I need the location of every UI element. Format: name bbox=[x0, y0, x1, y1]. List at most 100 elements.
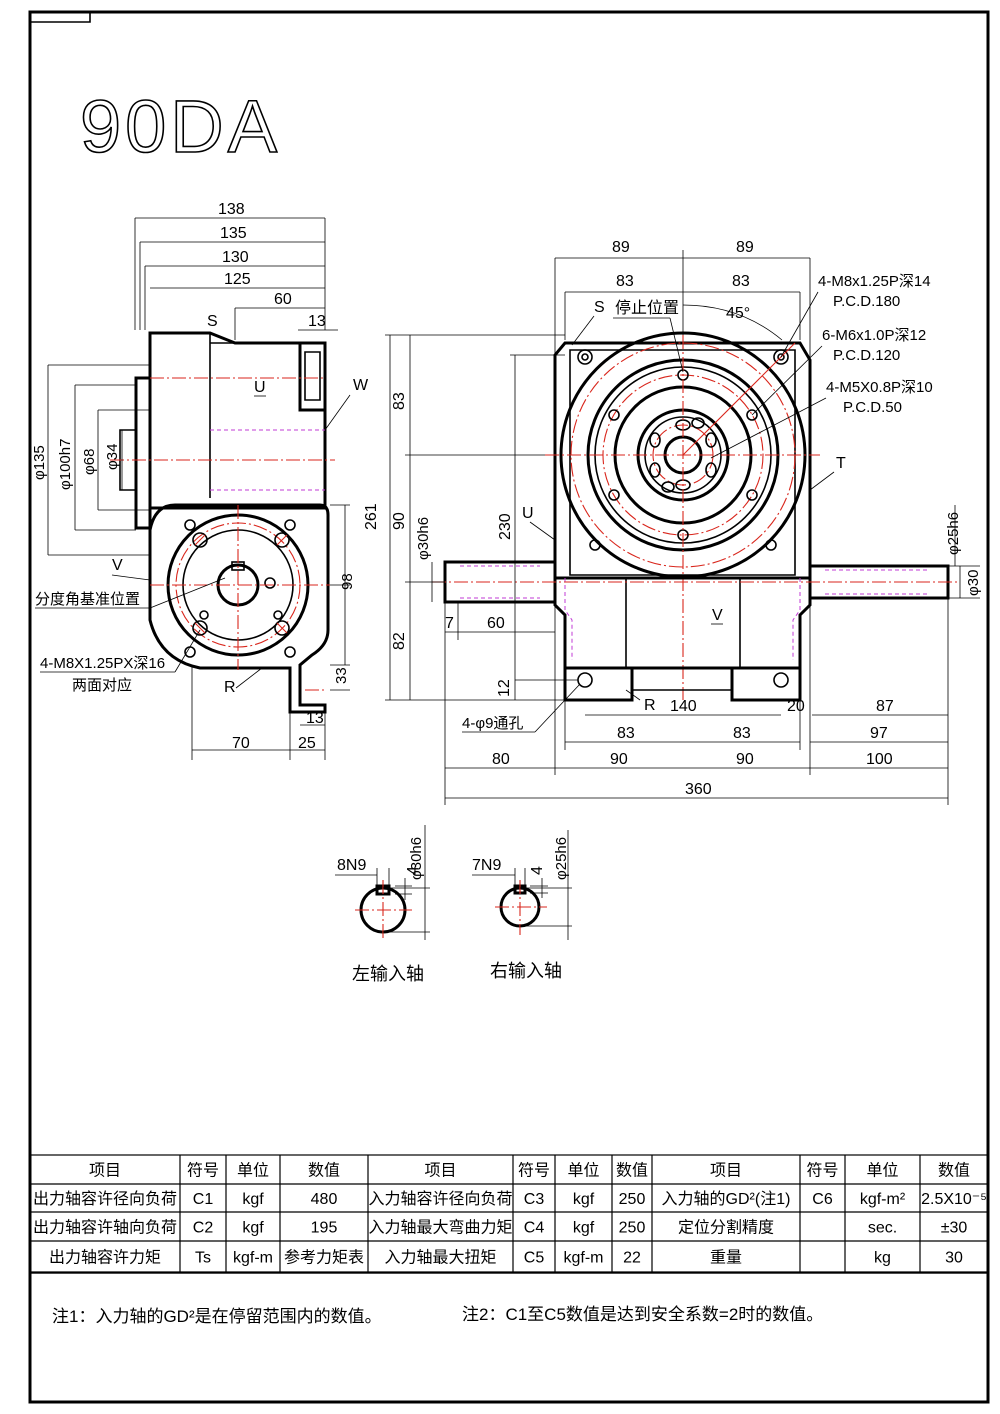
table-cell: kgf bbox=[573, 1220, 595, 1237]
dim-83-bottom-right: 83 bbox=[733, 725, 751, 742]
tap-holes-callout: 4-M8X1.25PX深16 bbox=[40, 655, 165, 672]
dim-phi135: φ135 bbox=[31, 445, 48, 480]
table-header-cell: 数值 bbox=[616, 1162, 648, 1180]
label-V-side: V bbox=[112, 557, 123, 574]
dim-80: 80 bbox=[492, 751, 510, 768]
table-header-cell: 项目 bbox=[89, 1163, 121, 1180]
dim-60: 60 bbox=[274, 291, 292, 308]
mount-holes-callout: 4-φ9通孔 bbox=[462, 715, 523, 732]
dim-125: 125 bbox=[224, 271, 251, 288]
dim-87: 87 bbox=[876, 698, 894, 715]
callout-pcd180: P.C.D.180 bbox=[833, 293, 900, 310]
table-cell: 入力轴最大扭矩 bbox=[384, 1249, 496, 1267]
corner-tab bbox=[30, 12, 91, 23]
dim-83-right: 83 bbox=[732, 273, 750, 290]
callout-m6-pcd120: 6-M6x1.0P深12 bbox=[822, 327, 926, 344]
dim-phi30h6-front: φ30h6 bbox=[415, 517, 432, 560]
dim-12: 12 bbox=[496, 679, 513, 697]
table-cell: 480 bbox=[311, 1191, 338, 1208]
table-cell: 出力轴容许轴向负荷 bbox=[33, 1219, 177, 1237]
shaft-dia-right: φ25h6 bbox=[553, 837, 570, 880]
table-cell: kgf-m² bbox=[860, 1191, 906, 1208]
dim-89-right: 89 bbox=[736, 239, 754, 256]
table-cell: 参考力矩表 bbox=[284, 1249, 364, 1267]
table-cell: 重量 bbox=[710, 1249, 742, 1267]
dim-97: 97 bbox=[870, 725, 888, 742]
label-R-front: R bbox=[644, 697, 656, 714]
note-2: 注2：C1至C5数值是达到安全系数=2时的数值。 bbox=[462, 1305, 823, 1324]
dim-60-shaft: 60 bbox=[487, 615, 505, 632]
dim-360: 360 bbox=[685, 781, 712, 798]
label-T: T bbox=[836, 455, 846, 472]
table-cell: kgf bbox=[573, 1191, 595, 1208]
table-header-cell: 单位 bbox=[866, 1162, 898, 1180]
label-S-front: S bbox=[594, 299, 605, 316]
dim-83-left: 83 bbox=[616, 273, 634, 290]
table-header-cell: 单位 bbox=[567, 1162, 599, 1180]
dim-83-bottom-left: 83 bbox=[617, 725, 635, 742]
right-shaft-caption: 右输入轴 bbox=[490, 961, 562, 981]
callout-m8-pcd180: 4-M8x1.25P深14 bbox=[818, 273, 931, 290]
label-V-front: V bbox=[712, 607, 723, 624]
label-R-side: R bbox=[224, 679, 236, 696]
callout-pcd120: P.C.D.120 bbox=[833, 347, 900, 364]
key-depth-left: 4 bbox=[405, 866, 422, 875]
dim-25: 25 bbox=[298, 735, 316, 752]
index-ref-callout: 分度角基准位置 bbox=[35, 591, 140, 608]
dim-100: 100 bbox=[866, 751, 893, 768]
dim-83-vert: 83 bbox=[391, 392, 408, 410]
table-header-cell: 数值 bbox=[938, 1162, 970, 1180]
callout-pcd50: P.C.D.50 bbox=[843, 399, 902, 416]
dim-phi30-right: φ30 bbox=[965, 570, 982, 596]
dim-13-top: 13 bbox=[308, 313, 326, 330]
key-depth-right: 4 bbox=[529, 866, 546, 875]
stop-position-label: 停止位置 bbox=[615, 299, 679, 317]
dim-70: 70 bbox=[232, 735, 250, 752]
callout-m5-pcd50: 4-M5X0.8P深10 bbox=[826, 379, 933, 396]
dim-230: 230 bbox=[497, 513, 514, 540]
front-view: 89 89 83 83 bbox=[363, 239, 982, 805]
table-cell: C5 bbox=[524, 1250, 545, 1267]
dim-140: 140 bbox=[670, 698, 697, 715]
table-cell: kg bbox=[874, 1250, 891, 1267]
table-cell: 入力轴的GD²(注1) bbox=[662, 1190, 791, 1208]
table-cell: 出力轴容许力矩 bbox=[49, 1249, 161, 1267]
table-header-cell: 单位 bbox=[237, 1162, 269, 1180]
table-cell: 入力轴容许径向负荷 bbox=[368, 1190, 512, 1208]
label-S-side: S bbox=[207, 313, 218, 330]
dim-138: 138 bbox=[218, 201, 245, 218]
table-cell: 出力轴容许径向负荷 bbox=[33, 1190, 177, 1208]
table-cell: kgf bbox=[242, 1220, 264, 1237]
key-8n9: 8N9 bbox=[337, 857, 366, 874]
dim-90-bottom-left: 90 bbox=[610, 751, 628, 768]
dim-89-left: 89 bbox=[612, 239, 630, 256]
shaft-section-right: 7N9 4 φ25h6 右输入轴 bbox=[472, 830, 572, 981]
table-cell: C6 bbox=[812, 1191, 833, 1208]
dim-33: 33 bbox=[333, 667, 350, 684]
table-header-cell: 数值 bbox=[308, 1162, 340, 1180]
dim-phi25h6-front: φ25h6 bbox=[945, 512, 962, 555]
shaft-section-left: 8N9 4 φ30h6 左输入轴 bbox=[335, 825, 430, 984]
dim-135: 135 bbox=[220, 225, 247, 242]
tap-holes-note: 两面对应 bbox=[72, 676, 132, 694]
dim-20: 20 bbox=[787, 698, 805, 715]
table-cell: sec. bbox=[868, 1220, 897, 1237]
dim-phi34: φ34 bbox=[104, 444, 121, 470]
table-cell: 定位分割精度 bbox=[678, 1219, 774, 1237]
dim-130: 130 bbox=[222, 249, 249, 266]
left-shaft-caption: 左输入轴 bbox=[352, 964, 424, 984]
table-cell: 250 bbox=[619, 1220, 646, 1237]
table-cell: 22 bbox=[623, 1250, 641, 1267]
dim-98: 98 bbox=[339, 573, 356, 590]
table-cell: C2 bbox=[193, 1220, 214, 1237]
dim-phi68: φ68 bbox=[81, 449, 98, 475]
table-cell: Ts bbox=[195, 1250, 211, 1267]
table-cell: kgf-m bbox=[564, 1250, 604, 1267]
table-header-cell: 项目 bbox=[710, 1163, 742, 1180]
table-cell: kgf bbox=[242, 1191, 264, 1208]
dim-13-bottom: 13 bbox=[306, 710, 324, 727]
shaft-dia-left: φ30h6 bbox=[408, 837, 425, 880]
table-cell: ±30 bbox=[941, 1220, 968, 1237]
